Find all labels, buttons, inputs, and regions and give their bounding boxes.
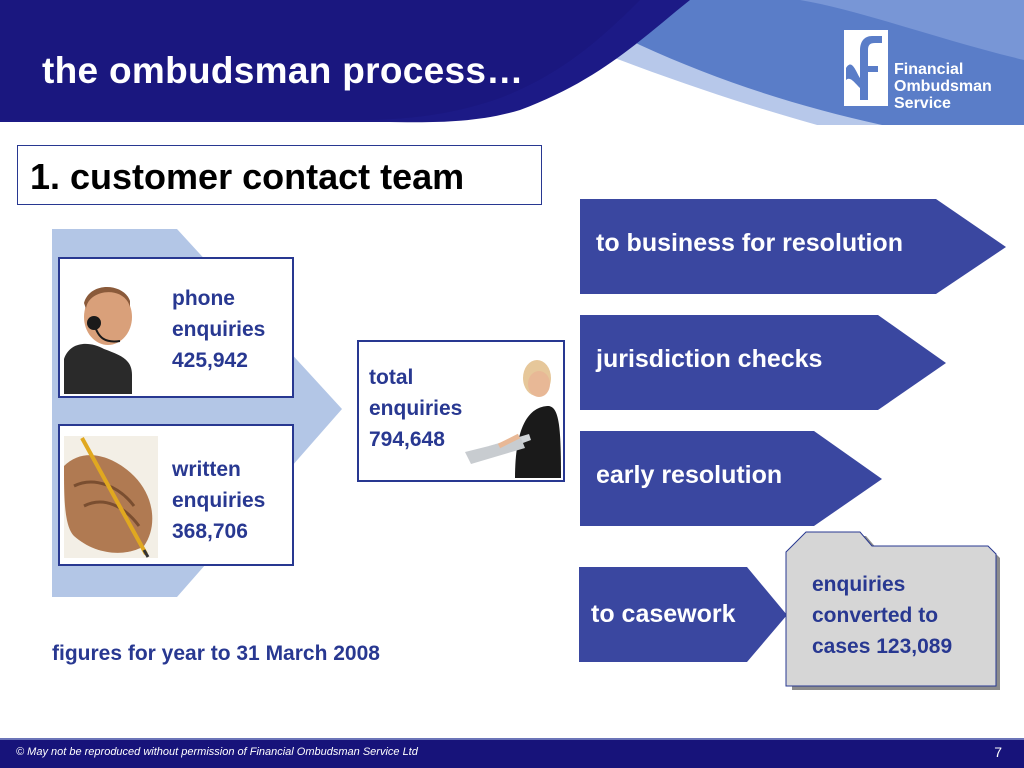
phone-enquiries-card: phone enquiries 425,942 <box>58 257 294 398</box>
outcome-early-resolution: early resolution <box>580 431 884 527</box>
outcome-business-resolution: to business for resolution <box>580 199 1008 295</box>
slide-title: the ombudsman process… <box>42 50 524 91</box>
office-worker-photo-icon <box>459 356 561 478</box>
total-label-line-1: total <box>369 366 414 389</box>
arrow-shape <box>580 199 1006 294</box>
total-enquiries-text: total enquiries 794,648 <box>369 362 462 455</box>
phone-enquiries-value: 425,942 <box>172 349 248 372</box>
written-enquiries-text: written enquiries 368,706 <box>172 454 265 547</box>
logo-line-1: Financial <box>894 61 964 78</box>
logo-wordmark: Financial Ombudsman Service <box>894 61 992 112</box>
written-enquiries-card: written enquiries 368,706 <box>58 424 294 566</box>
section-heading-box: 1. customer contact team <box>17 145 542 205</box>
header-banner: the ombudsman process… Financial Ombudsm… <box>0 0 1024 125</box>
logo-line-3: Service <box>894 95 951 112</box>
written-enquiries-value: 368,706 <box>172 520 248 543</box>
total-enquiries-card: total enquiries 794,648 <box>357 340 565 482</box>
total-enquiries-value: 794,648 <box>369 428 445 451</box>
figures-note: figures for year to 31 March 2008 <box>52 642 380 665</box>
header-background <box>0 0 1024 125</box>
folder-text: enquiries converted to cases 123,089 <box>812 569 952 662</box>
written-label-line-2: enquiries <box>172 489 266 512</box>
phone-label-line-1: phone <box>172 287 235 310</box>
page-number: 7 <box>994 744 1002 760</box>
arrow-shape <box>580 431 882 526</box>
cases-folder: enquiries converted to cases 123,089 <box>782 530 1004 692</box>
outcome-jurisdiction-checks: jurisdiction checks <box>580 315 948 411</box>
section-title: 1. customer contact team <box>30 156 465 197</box>
phone-enquiries-text: phone enquiries 425,942 <box>172 283 265 376</box>
financial-ombudsman-f-mark-icon <box>844 30 888 106</box>
copyright-text: © May not be reproduced without permissi… <box>16 746 418 758</box>
hand-writing-photo-icon <box>64 436 158 558</box>
folder-line-3: cases 123,089 <box>812 635 953 658</box>
arrow-shape <box>579 567 787 662</box>
total-label-line-2: enquiries <box>369 397 463 420</box>
outcome-to-casework: to casework <box>579 567 789 663</box>
headset-operator-photo-icon <box>64 279 132 394</box>
logo-line-2: Ombudsman <box>894 78 992 95</box>
arrow-shape <box>580 315 946 410</box>
outcome-label-business: to business for resolution <box>596 229 903 257</box>
fos-logo: Financial Ombudsman Service <box>842 28 1012 112</box>
folder-line-1: enquiries <box>812 573 906 596</box>
outcome-label-casework: to casework <box>591 600 736 628</box>
folder-line-2: converted to <box>812 604 939 627</box>
footer-bar: © May not be reproduced without permissi… <box>0 738 1024 768</box>
phone-label-line-2: enquiries <box>172 318 266 341</box>
folder-icon <box>785 531 1000 690</box>
outcome-label-early: early resolution <box>596 461 783 489</box>
outcome-label-jurisdiction: jurisdiction checks <box>596 345 823 373</box>
written-label-line-1: written <box>172 458 241 481</box>
